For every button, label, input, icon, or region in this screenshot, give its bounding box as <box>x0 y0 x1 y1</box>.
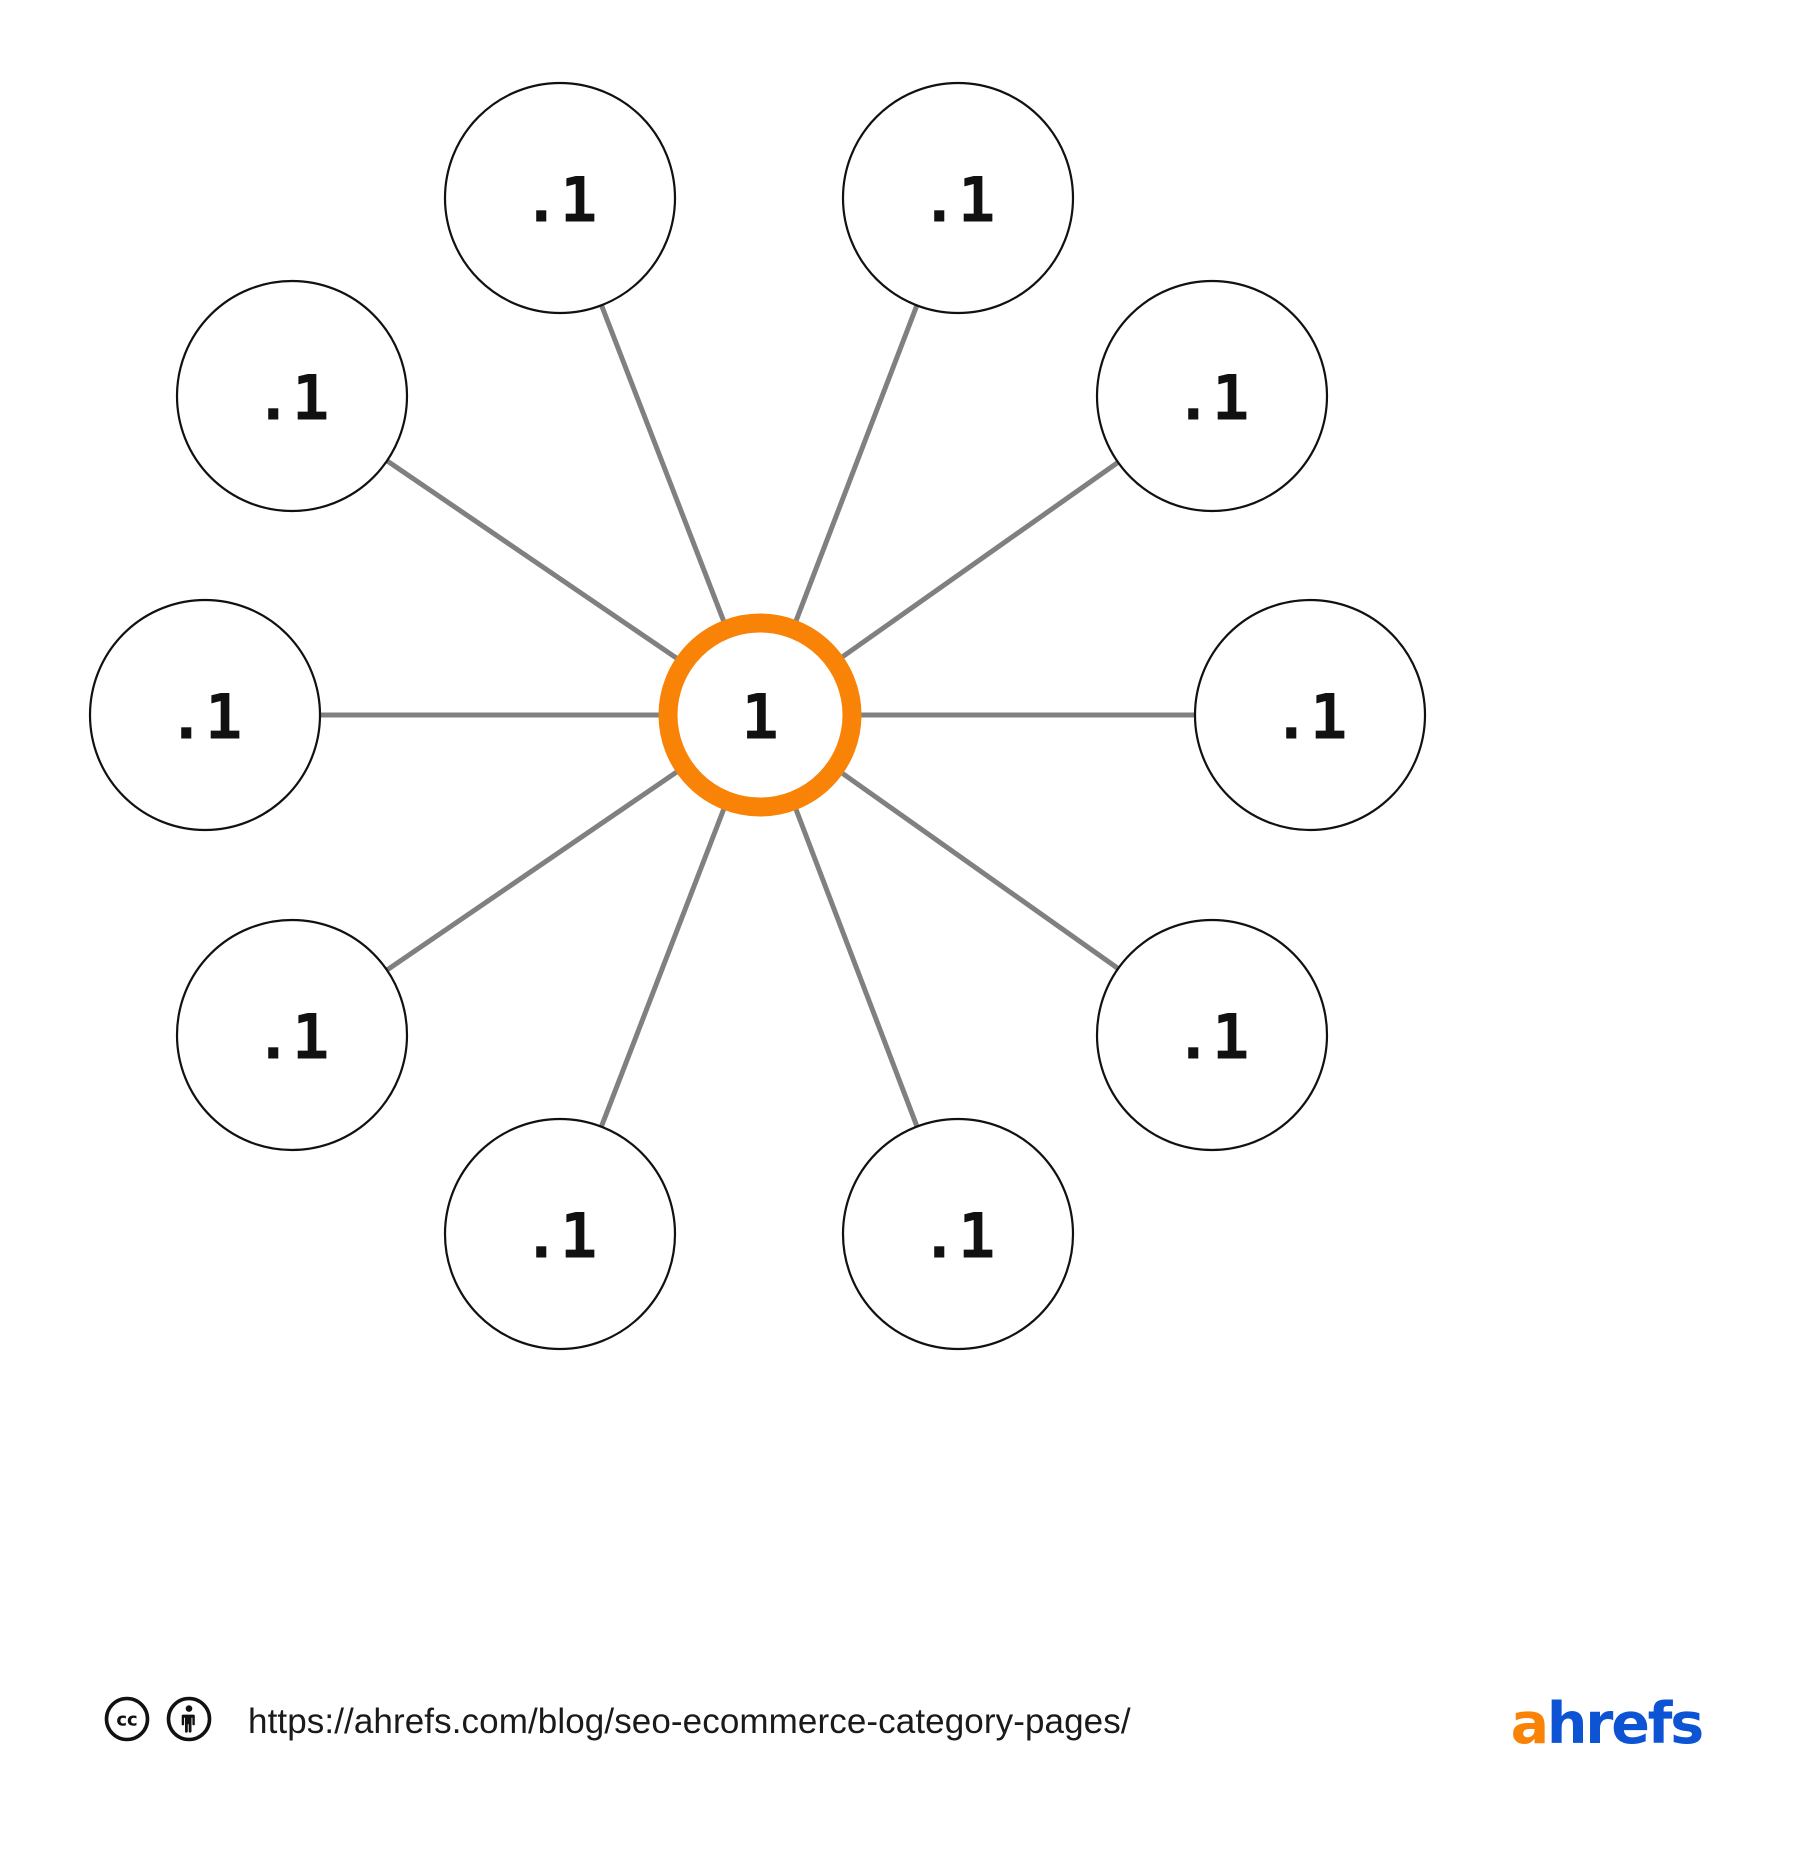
spoke-line <box>385 458 680 662</box>
outer-node-label: .1 <box>255 362 330 435</box>
outer-node-circle[interactable] <box>1095 918 1329 1152</box>
svg-text:cc: cc <box>116 1710 137 1731</box>
spoke-line <box>793 807 920 1128</box>
outer-node-circle[interactable] <box>443 1117 677 1351</box>
outer-node-label: .1 <box>921 1200 996 1273</box>
outer-node[interactable]: .1 <box>841 1117 1075 1351</box>
outer-node-label: .1 <box>523 164 598 237</box>
spoke-line <box>839 770 1120 971</box>
outer-node-circle[interactable] <box>1193 598 1427 832</box>
outer-node-label: .1 <box>255 1001 330 1074</box>
footer-attribution: cc https://ahrefs.com/blog/seo-ecommerce… <box>104 1696 1131 1747</box>
outer-node-label: .1 <box>523 1200 598 1273</box>
outer-node-label: .1 <box>1175 1001 1250 1074</box>
outer-nodes-group: .1 .1 .1 .1 .1 .1 .1 .1 .1 .1 <box>88 81 1427 1351</box>
outer-node-label: .1 <box>168 681 243 754</box>
spoke-line <box>385 769 680 973</box>
outer-node-circle[interactable] <box>88 598 322 832</box>
cc-by-attribution-icon <box>166 1696 212 1747</box>
outer-node-circle[interactable] <box>841 81 1075 315</box>
creative-commons-icon: cc <box>104 1696 150 1747</box>
spokes-group <box>320 304 1195 1128</box>
outer-node-circle[interactable] <box>175 279 409 513</box>
hub-and-spoke-diagram: .1 .1 .1 .1 .1 .1 .1 .1 .1 .1 1 <box>88 81 1427 1351</box>
outer-node[interactable]: .1 <box>1193 598 1427 832</box>
ahrefs-logo[interactable]: ahrefs <box>1511 1696 1705 1753</box>
spoke-line <box>839 460 1120 660</box>
outer-node[interactable]: .1 <box>1095 279 1329 513</box>
outer-node-circle[interactable] <box>841 1117 1075 1351</box>
outer-node[interactable]: .1 <box>175 279 409 513</box>
outer-node[interactable]: .1 <box>1095 918 1329 1152</box>
outer-node-circle[interactable] <box>443 81 677 315</box>
footer: cc https://ahrefs.com/blog/seo-ecommerce… <box>0 1660 1800 1873</box>
spoke-line <box>599 304 727 624</box>
spoke-line <box>599 806 727 1128</box>
outer-node-label: .1 <box>1175 362 1250 435</box>
outer-node[interactable]: .1 <box>443 1117 677 1351</box>
ahrefs-logo-text: hrefs <box>1546 1691 1704 1757</box>
outer-node[interactable]: .1 <box>88 598 322 832</box>
center-node-circle[interactable] <box>658 613 862 817</box>
center-node[interactable]: 1 <box>658 613 862 817</box>
ahrefs-logo-accent: a <box>1510 1691 1549 1757</box>
outer-node[interactable]: .1 <box>841 81 1075 315</box>
diagram-canvas: .1 .1 .1 .1 .1 .1 .1 .1 .1 .1 1 <box>88 81 1427 1351</box>
outer-node[interactable]: .1 <box>443 81 677 315</box>
center-node-label: 1 <box>741 681 778 754</box>
spoke-line <box>793 304 920 623</box>
outer-node[interactable]: .1 <box>175 918 409 1152</box>
source-url[interactable]: https://ahrefs.com/blog/seo-ecommerce-ca… <box>248 1701 1131 1741</box>
outer-node-label: .1 <box>1273 681 1348 754</box>
outer-node-circle[interactable] <box>175 918 409 1152</box>
outer-node-circle[interactable] <box>1095 279 1329 513</box>
outer-node-label: .1 <box>921 164 996 237</box>
